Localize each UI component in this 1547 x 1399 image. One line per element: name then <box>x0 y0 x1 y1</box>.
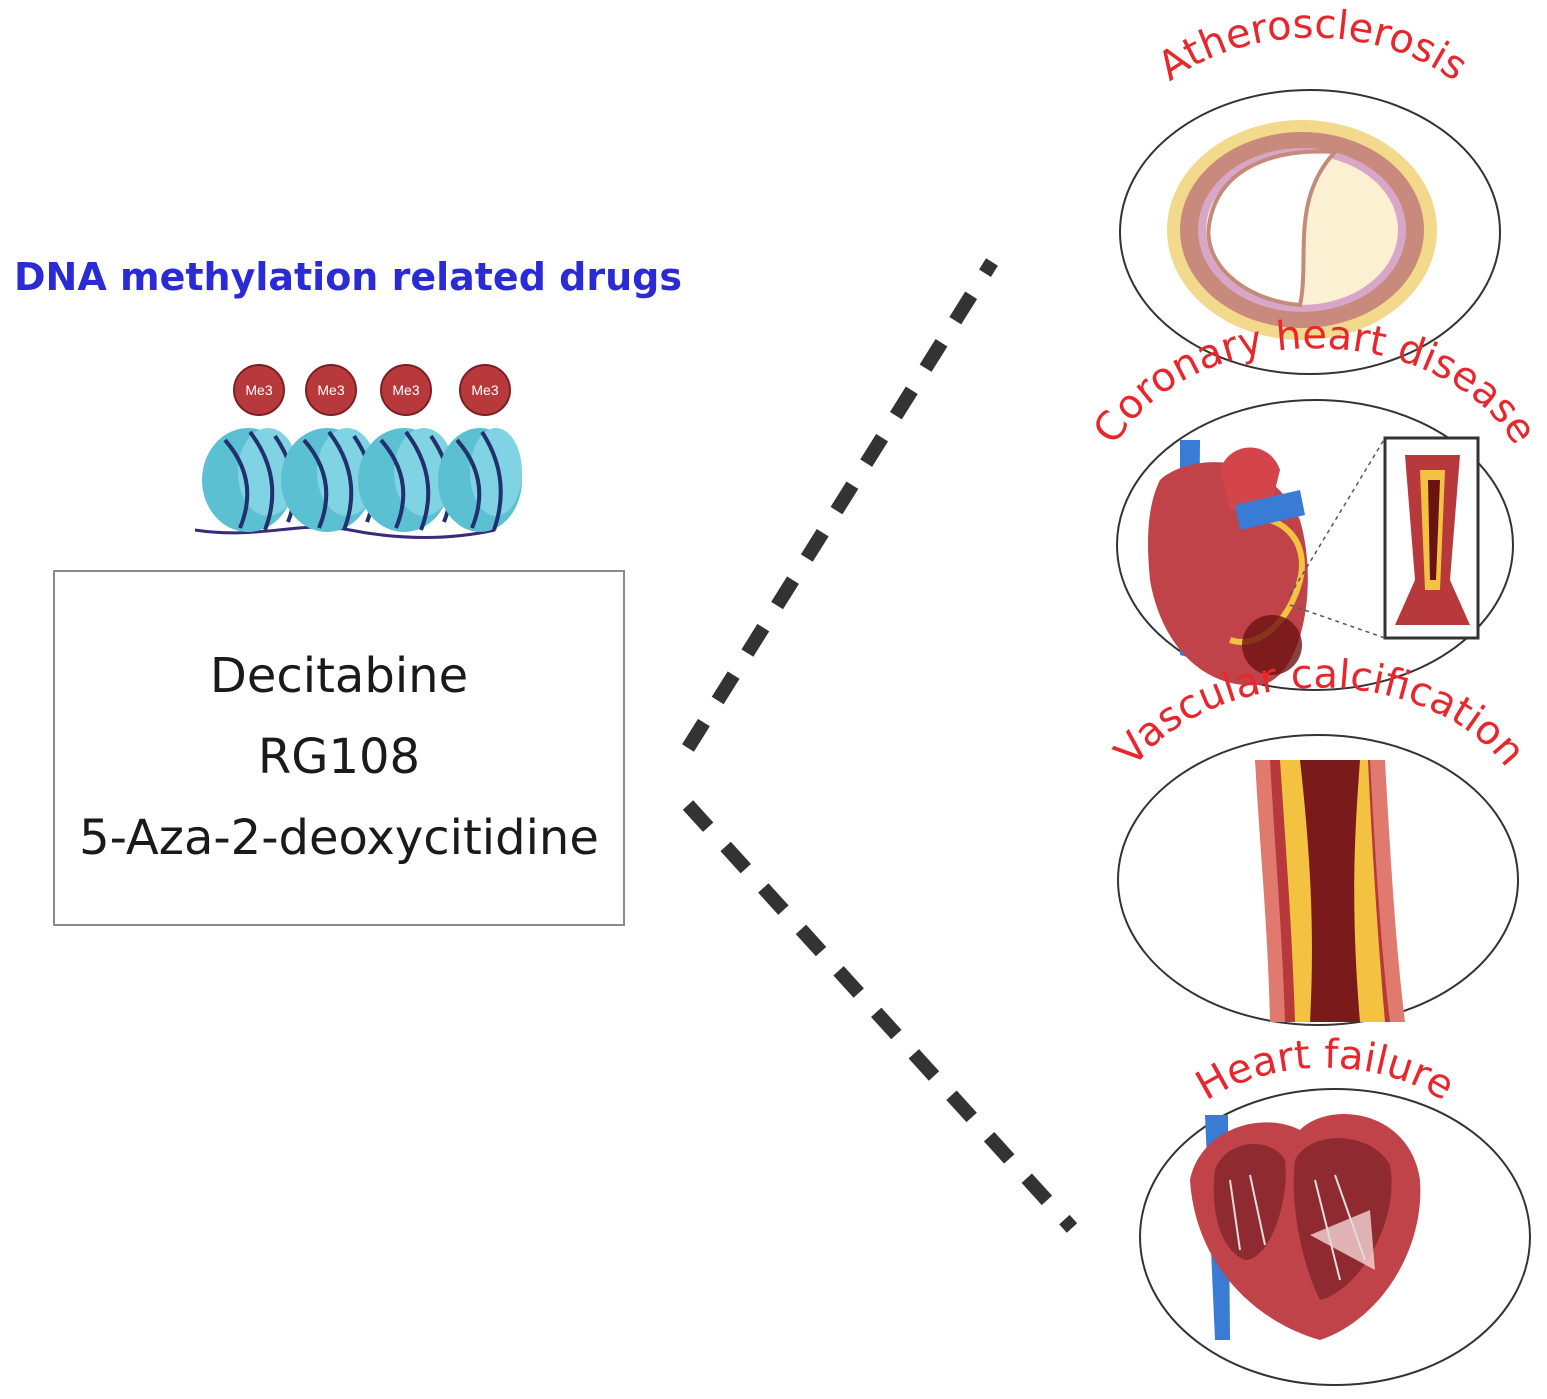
drug-list-box: Decitabine RG108 5-Aza-2-deoxycitidine <box>53 570 625 926</box>
methyl-label: Me3 <box>471 382 498 398</box>
methyl-mark-1: Me3 <box>233 364 285 416</box>
heart-cutaway-icon <box>1190 1114 1421 1340</box>
nucleosome-illustration: Me3 Me3 Me3 Me3 <box>194 364 522 539</box>
methyl-label: Me3 <box>245 382 272 398</box>
drug-item-decitabine: Decitabine <box>209 648 469 704</box>
disease-vascular-calcification: Vascular calcification <box>1106 651 1534 1026</box>
calcified-vessel-icon <box>1255 760 1405 1022</box>
methyl-label: Me3 <box>317 382 344 398</box>
methyl-mark-2: Me3 <box>305 364 357 416</box>
nucleosome-icon <box>438 428 522 532</box>
dashed-connector-lower <box>682 800 1078 1233</box>
dashed-connector-group <box>682 258 1078 1233</box>
heart-with-blocked-artery-icon <box>1148 436 1480 686</box>
disease-atherosclerosis: Atherosclerosis <box>1119 1 1501 375</box>
artery-cross-section-icon <box>1167 120 1437 340</box>
dashed-connector-upper <box>682 258 998 752</box>
dna-strand-icon <box>194 525 496 539</box>
diagram-title: DNA methylation related drugs <box>14 255 682 299</box>
disease-heart-failure: Heart failure <box>1139 1032 1531 1386</box>
methyl-label: Me3 <box>392 382 419 398</box>
methyl-mark-4: Me3 <box>459 364 511 416</box>
disease-label-atherosclerosis: Atherosclerosis <box>1150 1 1476 90</box>
nucleosome-icon <box>358 428 454 532</box>
methyl-mark-3: Me3 <box>380 364 432 416</box>
drug-item-rg108: RG108 <box>257 729 421 785</box>
drug-item-5-aza-2-deoxycitidine: 5-Aza-2-deoxycitidine <box>79 810 599 866</box>
